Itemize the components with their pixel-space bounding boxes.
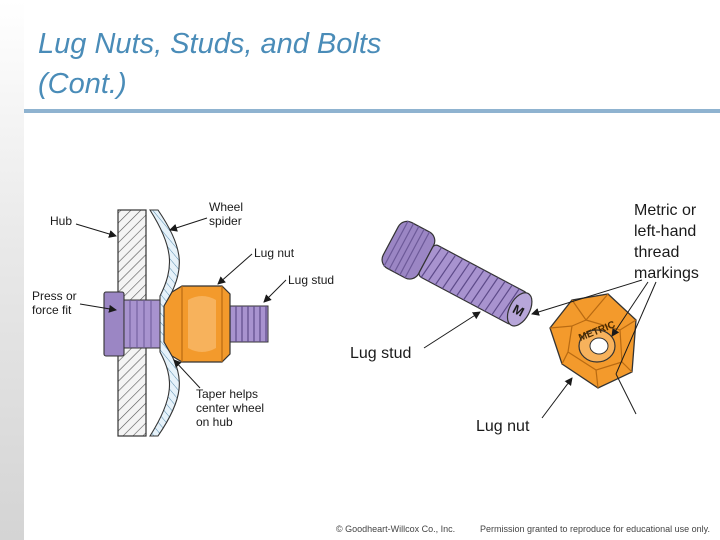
label-metric-2: left-hand bbox=[634, 223, 696, 240]
label-wheel-spider-1: Wheel bbox=[209, 200, 243, 214]
footer-copyright: © Goodheart-Willcox Co., Inc. bbox=[336, 524, 456, 534]
label-lug-stud-left: Lug stud bbox=[288, 273, 334, 287]
arrow-lug-nut-right bbox=[541, 377, 573, 419]
arrow-lug-stud-left bbox=[263, 279, 287, 303]
lug-nut-section bbox=[163, 285, 231, 363]
label-taper-2: center wheel bbox=[196, 401, 264, 415]
label-metric-4: markings bbox=[634, 265, 699, 282]
arrow-press-fit bbox=[79, 303, 117, 313]
label-metric-1: Metric or bbox=[634, 202, 697, 219]
arrow-metric-extra bbox=[615, 281, 657, 375]
label-taper-1: Taper helps bbox=[196, 387, 258, 401]
slide-title-line-1: Lug Nuts, Studs, and Bolts bbox=[38, 28, 382, 60]
arrow-lug-stud-right bbox=[423, 311, 481, 349]
side-gradient-band bbox=[0, 0, 24, 540]
label-wheel-spider-2: spider bbox=[209, 214, 242, 228]
slide-title: Lug Nuts, Studs, and Bolts (Cont.) bbox=[38, 24, 598, 104]
label-metric-3: thread bbox=[634, 244, 679, 261]
arrow-lug-nut-left bbox=[217, 253, 253, 285]
lug-stud-detail: M bbox=[381, 220, 533, 327]
arrow-metric-tail bbox=[615, 373, 637, 415]
hub-flange-head bbox=[103, 291, 161, 357]
footer-permission: Permission granted to reproduce for educ… bbox=[480, 524, 710, 534]
title-divider bbox=[24, 109, 720, 113]
lug-nut-detail: METRIC bbox=[549, 293, 637, 389]
label-lug-nut-left: Lug nut bbox=[254, 246, 295, 260]
label-press-fit-2: force fit bbox=[32, 303, 72, 317]
slide-title-line-2: (Cont.) bbox=[38, 68, 127, 100]
label-lug-stud-right: Lug stud bbox=[350, 345, 411, 362]
arrow-hub bbox=[75, 223, 117, 238]
arrow-wheel-spider bbox=[169, 217, 208, 232]
arrow-metric-stud bbox=[531, 279, 643, 316]
label-hub: Hub bbox=[50, 214, 72, 228]
label-press-fit-1: Press or bbox=[32, 289, 77, 303]
arrow-taper bbox=[173, 359, 201, 389]
label-lug-nut-right: Lug nut bbox=[476, 418, 530, 435]
arrow-metric-nut bbox=[611, 281, 649, 337]
lug-hardware-figure: Hub Wheel spider Lug nut Lug stud Press … bbox=[24, 188, 720, 450]
label-taper-3: on hub bbox=[196, 415, 233, 429]
lug-hardware-illustration: Hub Wheel spider Lug nut Lug stud Press … bbox=[32, 200, 699, 437]
